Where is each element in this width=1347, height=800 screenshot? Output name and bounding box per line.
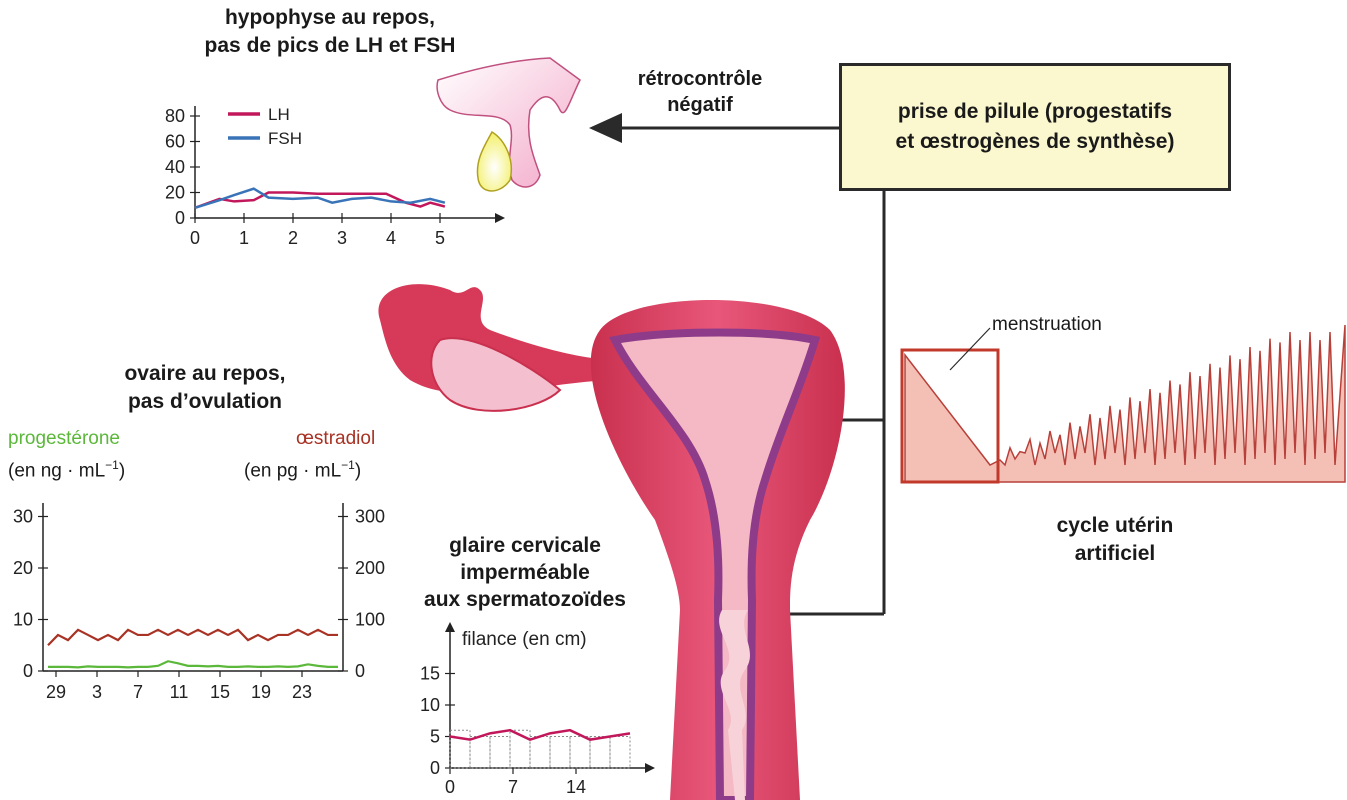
progesterone-unit-exp: −1 — [105, 458, 119, 472]
gl-y-arrow — [445, 622, 455, 632]
ov-right-tick-label: 100 — [355, 610, 385, 630]
ov-left-tick-label: 0 — [23, 661, 33, 681]
gl-bar — [470, 737, 490, 769]
ov-x-tick-label: 11 — [170, 682, 189, 702]
ovaire-title-line2: pas d’ovulation — [70, 388, 340, 416]
cycle-uterin-label: cycle utérin artificiel — [990, 512, 1240, 568]
gl-bar — [550, 737, 570, 769]
cycle-line2: artificiel — [990, 540, 1240, 568]
ov-x-tick-label: 19 — [251, 682, 271, 702]
gl-bar — [570, 737, 590, 769]
uterine-cycle-illustration — [900, 280, 1347, 490]
gl-y-tick-label: 15 — [420, 664, 440, 684]
glaire-title-line1: glaire cervicale — [400, 532, 650, 559]
progesterone-unit-text: (en ng · mL — [8, 460, 105, 481]
progesterone-unit: (en ng · mL−1) — [8, 458, 125, 482]
ovaire-title: ovaire au repos, pas d’ovulation — [70, 360, 340, 416]
ov-series-progesterone — [48, 661, 338, 667]
ov-x-tick-label: 3 — [92, 682, 102, 702]
gl-y-tick-label: 5 — [430, 727, 440, 747]
glaire-title-line2: imperméable — [400, 559, 650, 586]
gl-x-arrow — [645, 763, 655, 773]
gl-x-tick-label: 7 — [508, 777, 518, 797]
gl-bar — [530, 737, 550, 769]
oestradiol-unit-text: (en pg · mL — [244, 460, 341, 481]
gl-y-tick-label: 10 — [420, 695, 440, 715]
progesterone-unit-close: ) — [119, 460, 125, 481]
ov-right-tick-label: 0 — [355, 661, 365, 681]
ovaire-title-line1: ovaire au repos, — [70, 360, 340, 388]
ov-left-tick-label: 10 — [13, 610, 33, 630]
ov-left-tick-label: 20 — [13, 558, 33, 578]
ov-right-tick-label: 300 — [355, 507, 385, 527]
gl-bar — [590, 737, 610, 769]
ov-left-tick-label: 30 — [13, 507, 33, 527]
glaire-chart: filance (en cm) 0 5 10 15 0 7 14 — [405, 620, 665, 800]
gl-filance-line — [450, 730, 630, 739]
gl-bar — [490, 737, 510, 769]
gl-x-tick-label: 0 — [445, 777, 455, 797]
gl-y-tick-label: 0 — [430, 758, 440, 778]
cycle-line1: cycle utérin — [990, 512, 1240, 540]
ov-x-tick-label: 7 — [133, 682, 143, 702]
ov-series-oestradiol — [48, 630, 338, 645]
gl-x-tick-label: 14 — [566, 777, 586, 797]
oestradiol-unit-close: ) — [355, 460, 361, 481]
gl-bar — [610, 737, 630, 769]
oestradiol-unit: (en pg · mL−1) — [244, 458, 361, 482]
glaire-title: glaire cervicale imperméable aux spermat… — [400, 532, 650, 613]
oestradiol-label: œstradiol — [296, 428, 375, 450]
gl-axis-label: filance (en cm) — [462, 629, 587, 650]
oestradiol-unit-exp: −1 — [341, 458, 355, 472]
ov-x-tick-label: 23 — [292, 682, 312, 702]
glaire-title-line3: aux spermatozoïdes — [400, 586, 650, 613]
ov-right-tick-label: 200 — [355, 558, 385, 578]
ov-x-tick-label: 29 — [46, 682, 66, 702]
ov-x-tick-label: 15 — [210, 682, 230, 702]
progesterone-label: progestérone — [8, 428, 120, 450]
